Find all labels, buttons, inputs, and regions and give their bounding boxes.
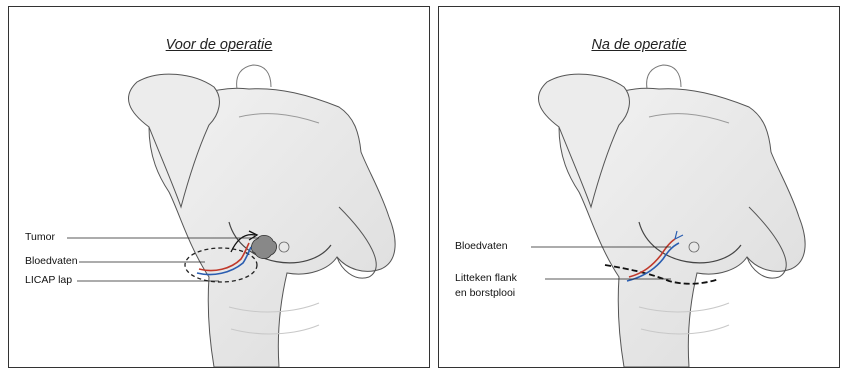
scar-label-line2: en borstplooi — [455, 287, 515, 300]
torso-before-illustration — [9, 7, 429, 367]
flap-label: LICAP lap — [25, 274, 72, 287]
tumor-label: Tumor — [25, 231, 55, 244]
scar-label-line1: Litteken flank — [455, 272, 517, 285]
nipple — [279, 242, 289, 252]
before-surgery-panel: Voor de operatie — [8, 6, 430, 368]
neck — [647, 65, 681, 89]
vessels-label: Bloedvaten — [25, 255, 78, 268]
after-surgery-panel: Na de operatie Bloedvaten Litteken flank… — [438, 6, 840, 368]
torso-after-illustration — [439, 7, 839, 367]
neck — [237, 65, 271, 89]
nipple — [689, 242, 699, 252]
vessels-label: Bloedvaten — [455, 240, 508, 253]
